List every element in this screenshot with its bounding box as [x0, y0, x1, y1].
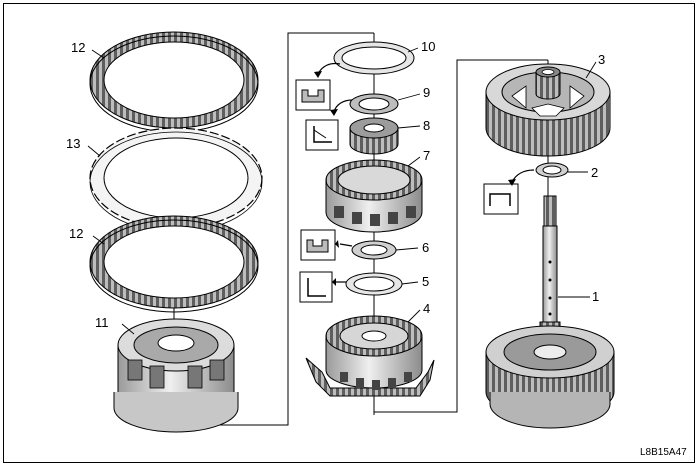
callout-3: 3 — [598, 52, 605, 67]
clutch-drum-3 — [485, 63, 611, 157]
seal-orientation-icon-2 — [483, 169, 535, 215]
friction-plate-upper — [89, 31, 259, 133]
callout-10: 10 — [421, 39, 435, 54]
seal-ring-2 — [535, 162, 569, 178]
seal-orientation-icon-10 — [295, 62, 341, 111]
callout-12-lower: 12 — [69, 226, 83, 241]
thrust-washer-10 — [333, 41, 415, 75]
callout-7: 7 — [423, 148, 430, 163]
callout-5: 5 — [422, 274, 429, 289]
seal-orientation-icon-9 — [305, 99, 353, 151]
thrust-bearing-9 — [349, 93, 399, 115]
diagram-border — [3, 3, 695, 463]
seal-ring-6 — [351, 240, 397, 260]
callout-2: 2 — [591, 165, 598, 180]
callout-6: 6 — [422, 240, 429, 255]
callout-12-upper: 12 — [71, 40, 85, 55]
callout-8: 8 — [423, 118, 430, 133]
sun-gear-8 — [349, 117, 399, 155]
callout-1: 1 — [592, 289, 599, 304]
clutch-hub-assembly — [113, 318, 239, 433]
steel-plate — [89, 127, 263, 233]
figure-code: L8B15A47 — [640, 447, 687, 458]
callout-leaders — [87, 47, 597, 335]
seal-orientation-icon-6 — [300, 229, 353, 261]
callout-9: 9 — [423, 85, 430, 100]
clutch-pack-base — [485, 325, 615, 429]
callout-11: 11 — [95, 315, 109, 330]
callout-4: 4 — [423, 301, 430, 316]
thrust-washer-5 — [345, 272, 403, 296]
planetary-carrier-4 — [305, 315, 435, 397]
ring-gear-7 — [325, 159, 423, 233]
friction-plate-lower — [89, 215, 259, 313]
input-shaft-1 — [539, 195, 561, 349]
callout-labels: 1 2 3 4 5 6 7 8 9 10 11 12 12 13 — [66, 39, 605, 330]
seal-orientation-icon-5 — [299, 271, 346, 303]
callout-13: 13 — [66, 136, 80, 151]
